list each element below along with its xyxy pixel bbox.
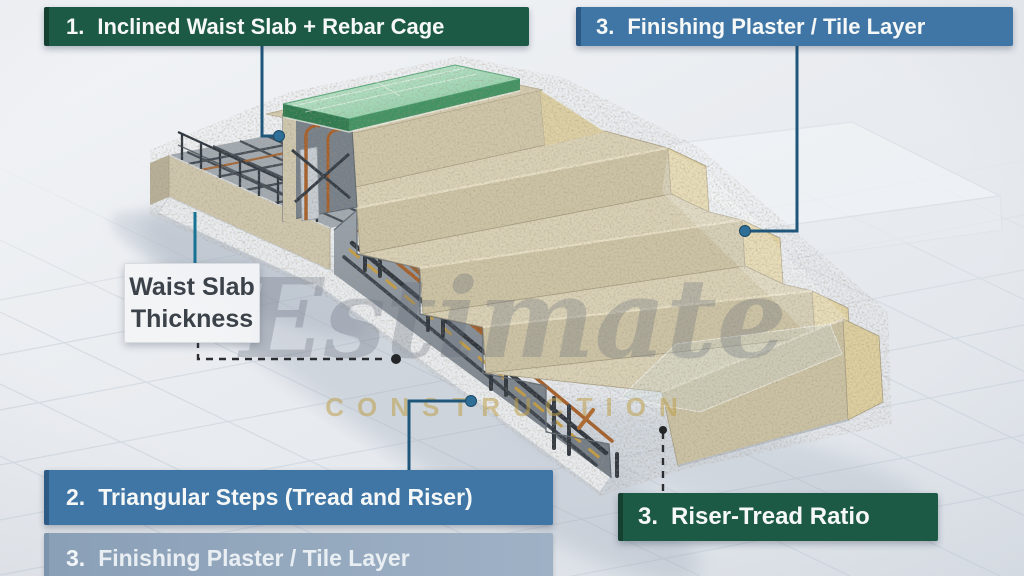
leader-line-triangular-steps xyxy=(407,395,477,470)
leader-line-waist-slab-rebar xyxy=(260,46,285,142)
callout-inclined-waist-slab: 1. Inclined Waist Slab + Rebar Cage xyxy=(44,7,529,46)
callout-label: Triangular Steps (Tread and Riser) xyxy=(98,484,473,510)
callout-number: 2. xyxy=(66,484,86,510)
leader-line-finishing-top xyxy=(739,46,799,237)
callout-riser-tread-ratio: 3. Riser-Tread Ratio xyxy=(618,493,938,541)
callout-waist-slab-thickness: Waist Slab Thickness xyxy=(124,263,260,343)
callout-label: Riser-Tread Ratio xyxy=(671,503,870,530)
callout-triangular-steps: 2. Triangular Steps (Tread and Riser) xyxy=(44,470,553,525)
callout-label: Finishing Plaster / Tile Layer xyxy=(98,544,410,571)
dashed-pointer-riser-tread xyxy=(659,426,667,491)
callout-number: 3. xyxy=(596,13,615,39)
callout-finishing-layer-top: 3. Finishing Plaster / Tile Layer xyxy=(576,7,1013,46)
callout-label-line2: Thickness xyxy=(130,305,254,333)
callout-finishing-layer-bottom: 3. Finishing Plaster / Tile Layer xyxy=(44,533,553,576)
callout-number: 1. xyxy=(66,13,85,39)
callout-number: 3. xyxy=(66,544,86,571)
dashed-pointer-waist-thickness xyxy=(196,341,401,364)
callout-number: 3. xyxy=(638,503,659,530)
callout-label: Finishing Plaster / Tile Layer xyxy=(627,13,926,39)
callout-label-line1: Waist Slab xyxy=(129,273,255,301)
callout-label: Inclined Waist Slab + Rebar Cage xyxy=(97,13,445,39)
